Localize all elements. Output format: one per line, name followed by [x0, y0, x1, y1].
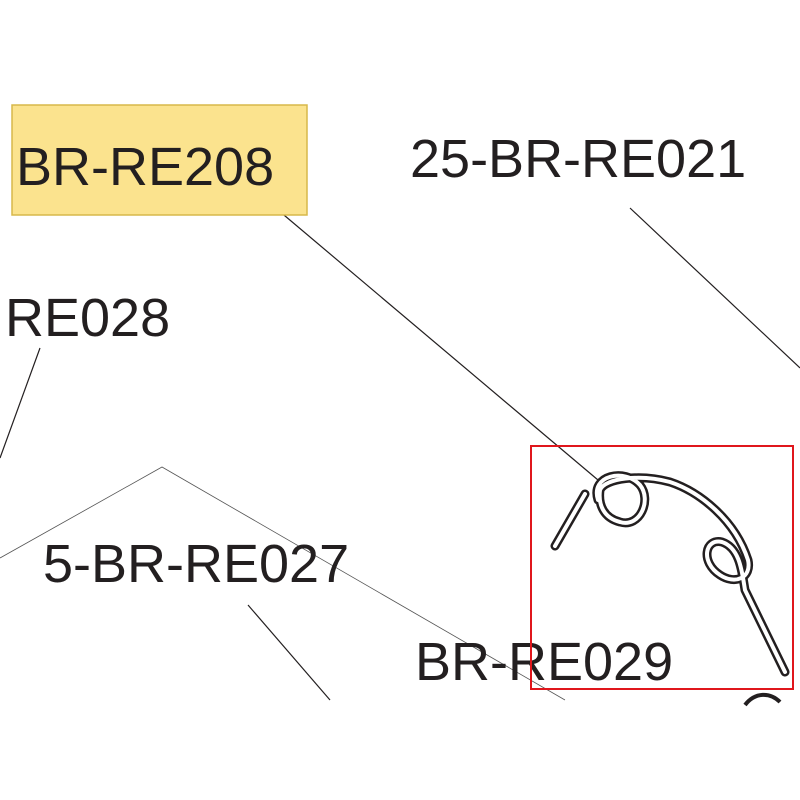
- selection-box[interactable]: [530, 445, 794, 690]
- part-label-25-br-re021[interactable]: 25-BR-RE021: [410, 129, 746, 189]
- part-label-br-re208[interactable]: BR-RE208: [16, 137, 274, 197]
- leader-line-5-br-re027: [247, 604, 331, 701]
- part-label-br-re029[interactable]: BR-RE029: [415, 632, 673, 692]
- part-label-re028[interactable]: RE028: [5, 288, 170, 348]
- leader-line-re028: [0, 347, 41, 459]
- outline-edge: [0, 466, 566, 701]
- adjacent-part-edge: [743, 692, 782, 707]
- part-label-5-br-re027[interactable]: 5-BR-RE027: [43, 534, 349, 594]
- highlight-box[interactable]: [11, 104, 308, 216]
- spring-part-icon[interactable]: [550, 471, 790, 677]
- leader-line-25-br-re021: [629, 207, 800, 369]
- leader-line-br-re208: [277, 209, 599, 481]
